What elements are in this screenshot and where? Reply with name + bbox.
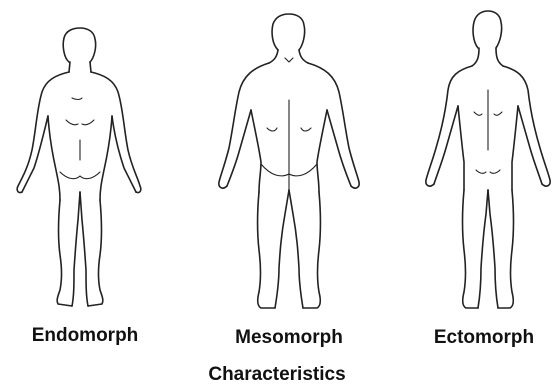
endomorph-label: Endomorph	[32, 325, 139, 347]
endomorph-figure	[12, 0, 152, 320]
endomorph-body-outline	[12, 0, 152, 320]
ectomorph-label: Ectomorph	[434, 327, 534, 349]
caption-characteristics: Characteristics	[208, 364, 345, 386]
mesomorph-figure	[215, 0, 365, 320]
mesomorph-label: Mesomorph	[235, 327, 343, 349]
mesomorph-body-outline	[215, 0, 365, 320]
ectomorph-body-outline	[418, 0, 558, 320]
ectomorph-figure	[418, 0, 558, 320]
